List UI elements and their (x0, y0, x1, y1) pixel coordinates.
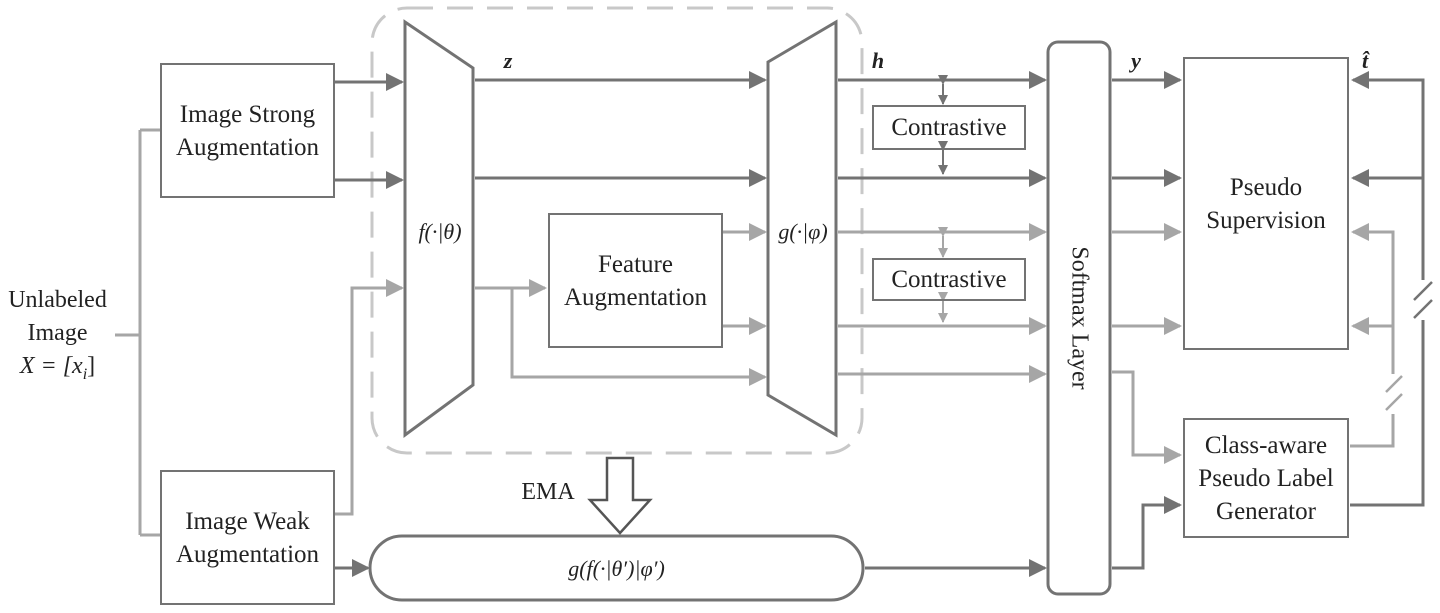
strong-aug-line1: Image Strong (179, 100, 316, 128)
encoder-label: f(·|θ) (418, 219, 462, 244)
strong-augmentation-box: Image Strong Augmentation (160, 63, 335, 198)
pseudo-supervision-box: Pseudo Supervision (1183, 57, 1349, 350)
contrastive-bottom-label: Contrastive (891, 266, 1007, 293)
feature-augmentation-box: Feature Augmentation (548, 213, 723, 348)
weak-aug-line2: Augmentation (175, 540, 320, 568)
strong-aug-line2: Augmentation (175, 133, 320, 161)
encoder-shape (403, 19, 475, 438)
class-aware-line3: Generator (1216, 497, 1316, 525)
ema-arrow (587, 456, 653, 535)
ema-model-box (368, 534, 865, 602)
feature-aug-line2: Augmentation (563, 283, 708, 311)
weak-aug-line1: Image Weak (185, 507, 310, 535)
input-line2: Image (27, 320, 88, 346)
input-formula-end: ] (87, 353, 96, 379)
input-formula-sub: i (82, 365, 88, 383)
feature-aug-line1: Feature (598, 250, 673, 278)
contrastive-bottom-box: Contrastive (872, 258, 1026, 301)
softmax-layer-box (1046, 40, 1112, 596)
symbol-y: y (1131, 48, 1141, 73)
input-line1: Unlabeled (8, 287, 107, 313)
softmax-label: Softmax Layer (1066, 246, 1093, 390)
class-aware-generator-box: Class-aware Pseudo Label Generator (1183, 418, 1349, 538)
pseudo-supervision-line2: Supervision (1206, 206, 1326, 234)
symbol-t-hat: t̂ (1361, 48, 1369, 73)
contrastive-top-box: Contrastive (872, 105, 1026, 150)
input-formula: X = [xi] (0, 350, 115, 391)
symbol-z: z (503, 48, 513, 73)
decoder-shape (766, 19, 838, 438)
input-label: Unlabeled Image X = [xi] (0, 284, 115, 391)
break-marks (1384, 280, 1433, 414)
decoder-label: g(·|φ) (778, 219, 828, 244)
symbol-h: h (871, 48, 885, 73)
input-connectors (115, 128, 160, 537)
ema-label: EMA (521, 479, 575, 505)
weak-augmentation-box: Image Weak Augmentation (160, 470, 335, 605)
class-aware-line1: Class-aware (1204, 431, 1328, 459)
ema-model-label: g(f(·|θ′)|φ′) (568, 556, 665, 581)
class-aware-line2: Pseudo Label (1198, 464, 1334, 492)
pseudo-supervision-line1: Pseudo (1229, 173, 1303, 201)
input-formula-main: X = [x (19, 353, 83, 379)
contrastive-top-label: Contrastive (891, 114, 1007, 141)
